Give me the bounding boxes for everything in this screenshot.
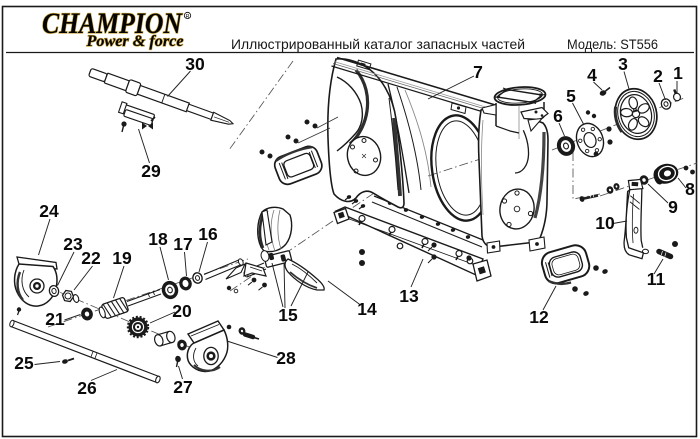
svg-text:24: 24 [39, 201, 59, 221]
svg-text:19: 19 [112, 248, 132, 268]
svg-text:1: 1 [673, 63, 683, 83]
svg-text:3: 3 [618, 54, 628, 74]
svg-text:14: 14 [357, 299, 377, 319]
svg-text:7: 7 [473, 62, 483, 82]
svg-text:15: 15 [278, 305, 298, 325]
svg-text:Модель: ST556: Модель: ST556 [567, 37, 658, 52]
svg-text:25: 25 [14, 353, 34, 373]
svg-text:R: R [186, 14, 190, 20]
svg-text:26: 26 [77, 378, 97, 398]
svg-text:20: 20 [172, 301, 192, 321]
svg-text:4: 4 [587, 65, 597, 85]
svg-text:8: 8 [685, 179, 695, 199]
svg-text:10: 10 [595, 213, 615, 233]
svg-text:29: 29 [141, 161, 161, 181]
svg-text:5: 5 [566, 86, 576, 106]
svg-text:28: 28 [276, 348, 296, 368]
svg-text:16: 16 [198, 224, 218, 244]
svg-text:21: 21 [45, 309, 65, 329]
svg-text:30: 30 [185, 54, 205, 74]
svg-text:6: 6 [553, 106, 563, 126]
svg-text:11: 11 [647, 269, 666, 289]
svg-text:23: 23 [63, 234, 83, 254]
svg-text:18: 18 [148, 229, 168, 249]
svg-text:13: 13 [399, 286, 419, 306]
svg-text:Power & force: Power & force [85, 33, 183, 50]
svg-text:27: 27 [173, 377, 192, 397]
svg-text:9: 9 [668, 197, 678, 217]
svg-text:22: 22 [81, 248, 101, 268]
svg-text:17: 17 [173, 234, 192, 254]
svg-text:2: 2 [653, 66, 663, 86]
svg-text:Иллюстрированный каталог запас: Иллюстрированный каталог запасных частей [231, 37, 525, 52]
svg-text:CHAMPION: CHAMPION [42, 7, 183, 40]
svg-text:12: 12 [529, 307, 549, 327]
